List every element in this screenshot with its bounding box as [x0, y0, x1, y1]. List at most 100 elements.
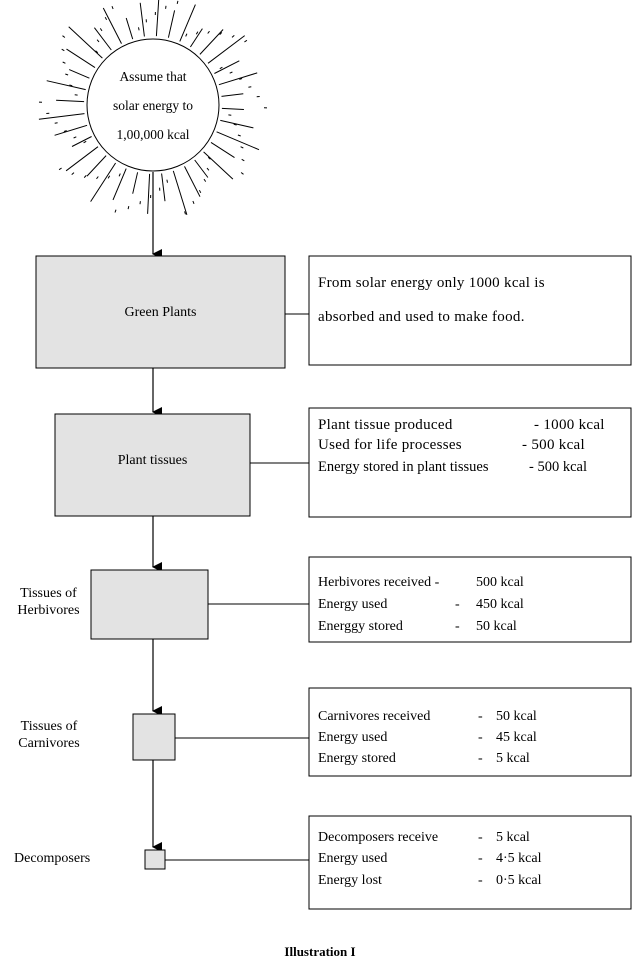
sun-dot	[83, 175, 87, 178]
green-plants-info-line-2: absorbed and used to make food.	[318, 309, 525, 325]
sun-ray	[94, 27, 112, 51]
sun-dot	[61, 48, 65, 52]
carnivores-box	[132, 713, 176, 761]
decomposers-info-dash-3: -	[478, 873, 483, 888]
sun-dot	[184, 211, 186, 215]
herbivores-info-box	[308, 556, 632, 643]
plant-tissues-info-name-3: Energy stored in plant tissues	[318, 459, 489, 475]
sun-line-1: Assume that	[119, 69, 187, 84]
herbivores-info-value-2: 450 kcal	[476, 597, 524, 612]
carnivores-info-name-2: Energy used	[318, 730, 388, 745]
sun-ray	[86, 155, 107, 177]
sun-ray	[54, 124, 88, 136]
sun-ray	[214, 60, 240, 74]
carnivores-info-box	[308, 687, 632, 777]
sun-dot	[239, 78, 243, 80]
plant-tissues-info-name-1: Plant tissue produced	[318, 417, 453, 433]
sun-dot	[229, 71, 233, 74]
sun-dot	[96, 39, 100, 43]
sun-dot	[111, 6, 114, 10]
herbivores-label-line-2: Herbivores	[17, 602, 80, 618]
carnivores-info-name-1: Carnivores received	[318, 709, 431, 724]
sun-ray	[132, 172, 139, 194]
herbivores-info-name-3: Energgy stored	[318, 619, 403, 634]
green-plants-label: Green Plants	[124, 305, 197, 320]
carnivores-info-value-1: 50 kcal	[496, 709, 537, 724]
sun-dot	[241, 158, 245, 162]
sun-dot	[107, 175, 111, 179]
decomposers-info-dash-2: -	[478, 851, 483, 866]
sun-dot	[54, 122, 58, 124]
sun-dot	[114, 209, 117, 213]
carnivores-info-name-3: Energy stored	[318, 751, 396, 766]
sun-ray	[139, 2, 145, 37]
carnivores-label-line-1: Tissues of	[20, 719, 78, 734]
decomposers-info-dash-1: -	[478, 830, 483, 845]
decomposers-box	[144, 849, 166, 870]
plant-tissues-info-box	[308, 407, 632, 518]
sun-ray	[221, 93, 244, 97]
sun-line-3: 1,00,000 kcal	[116, 127, 190, 142]
sun-dot	[62, 61, 66, 64]
decomposers-info-value-1: 5 kcal	[496, 830, 530, 845]
green-plants-info-box	[308, 255, 632, 366]
plant-tissues-info-name-2: Used for life processes	[318, 437, 462, 453]
plant-tissues-info-value-1: - 1000 kcal	[534, 417, 605, 433]
sun-dot	[83, 140, 87, 144]
sun-dot	[104, 16, 108, 21]
sun-dot	[240, 172, 244, 175]
sun-dot	[166, 179, 168, 183]
decomposers-label: Decomposers	[14, 851, 91, 866]
herbivores-info-dash-2: -	[455, 597, 460, 612]
herbivores-box	[90, 569, 209, 640]
sun-dot	[207, 30, 210, 34]
sun-ray	[207, 35, 246, 64]
figure-caption: Illustration I	[284, 944, 356, 959]
sun-dot	[195, 31, 199, 35]
sun-ray	[112, 168, 127, 201]
sun-dot	[185, 33, 188, 37]
herbivores-info-name-1: Herbivores received -	[318, 575, 440, 590]
sun-dot	[233, 123, 237, 126]
sun-ray	[220, 119, 254, 129]
sun-ray	[38, 113, 85, 120]
sun-dot	[231, 35, 235, 38]
sun-dot	[219, 32, 223, 35]
sun-ray	[65, 146, 99, 172]
sun-dot	[62, 35, 66, 38]
sun-ray	[218, 72, 258, 86]
sun-ray	[155, 0, 160, 37]
carnivores-info-value-3: 5 kcal	[496, 751, 530, 766]
plant-tissues-info-value-3: - 500 kcal	[529, 459, 587, 475]
sun-ray	[69, 69, 90, 79]
sun-ray	[90, 162, 117, 202]
sun-ray	[68, 26, 103, 59]
plant-tissues-label: Plant tissues	[117, 453, 188, 468]
herbivores-info-name-2: Energy used	[318, 597, 388, 612]
sun-ray	[210, 141, 235, 159]
sun-dot	[58, 167, 62, 171]
sun-ray	[216, 131, 260, 151]
green-plants-info-line-1: From solar energy only 1000 kcal is	[318, 275, 545, 291]
sun-ray	[179, 4, 196, 42]
green-plants-box	[35, 255, 286, 369]
sun-dot	[248, 86, 252, 88]
sun-dot	[192, 200, 195, 204]
sun-rays	[38, 0, 268, 216]
herbivores-label: Tissues of Herbivores	[6, 586, 91, 620]
sun-circle	[86, 38, 220, 172]
sun-dot	[138, 27, 140, 31]
sun-line-2: solar energy to	[113, 98, 193, 113]
decomposers-info-value-3: 0·5 kcal	[496, 873, 542, 888]
sun-dot	[96, 176, 99, 180]
sun-ray	[172, 170, 188, 216]
herbivores-info-dash-3: -	[455, 619, 460, 634]
sun-dot	[244, 39, 248, 43]
sun-dot	[95, 50, 99, 54]
sun-dot	[176, 0, 179, 5]
sun-dot	[65, 73, 69, 76]
decomposers-info-name-2: Energy used	[318, 851, 388, 866]
sun-dot	[73, 136, 77, 139]
sun-dot	[203, 178, 207, 182]
decomposers-info-value-2: 4·5 kcal	[496, 851, 542, 866]
